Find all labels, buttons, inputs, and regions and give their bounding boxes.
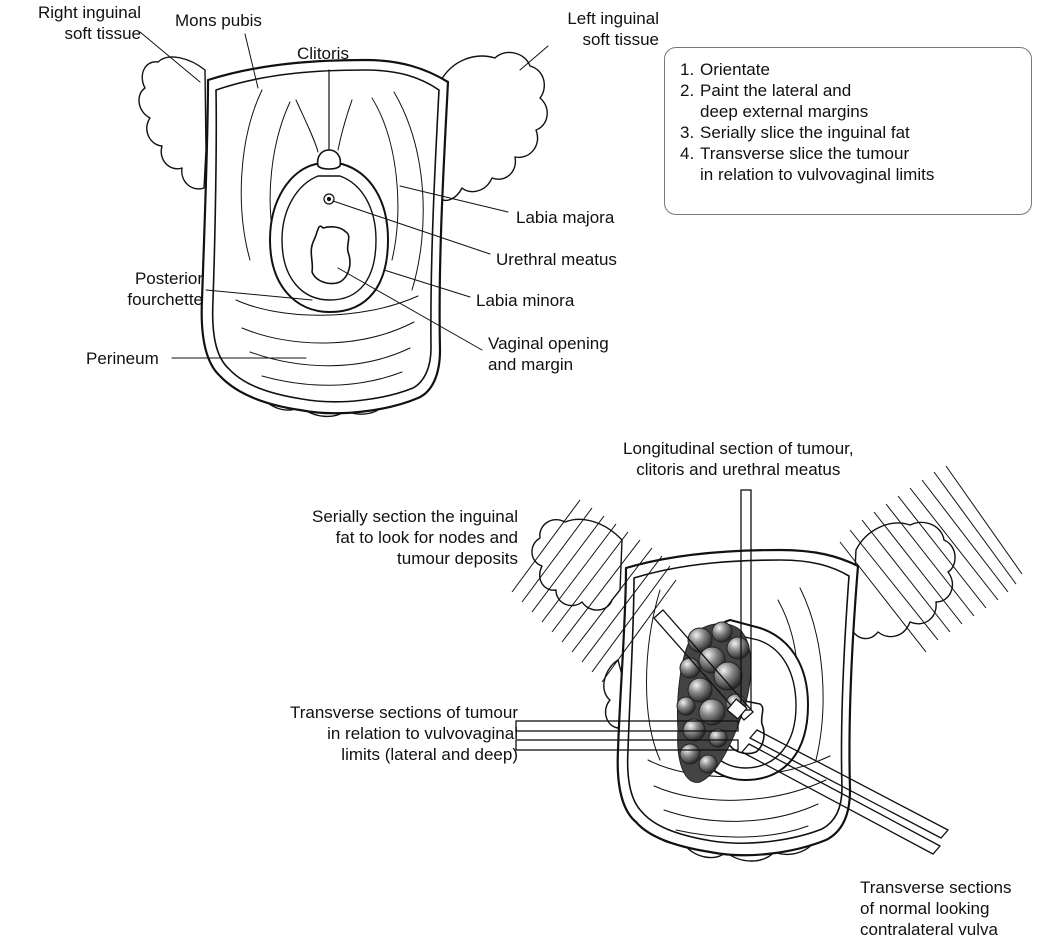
step-text: Paint the lateral and (700, 80, 868, 101)
specimen-top (139, 32, 548, 416)
label-transverse-tumour-line3: limits (lateral and deep) (290, 744, 518, 765)
label-left-inguinal: Left inguinal soft tissue (567, 8, 659, 50)
label-right-inguinal-line2: soft tissue (38, 23, 141, 44)
step-number: 4. (680, 143, 700, 185)
label-vaginal-opening-line1: Vaginal opening (488, 333, 609, 354)
label-clitoris: Clitoris (297, 43, 349, 64)
step-text: deep external margins (700, 101, 868, 122)
label-left-inguinal-line2: soft tissue (567, 29, 659, 50)
label-vaginal-opening: Vaginal opening and margin (488, 333, 609, 375)
step-number: 1. (680, 59, 700, 80)
vaginal-opening-shape (311, 226, 350, 283)
label-transverse-tumour-line2: in relation to vulvovaginal (290, 723, 518, 744)
label-urethral-meatus: Urethral meatus (496, 249, 617, 270)
label-mons-pubis: Mons pubis (175, 10, 262, 31)
label-transverse-normal-line2: of normal looking (860, 898, 1011, 919)
label-transverse-tumour-line1: Transverse sections of tumour (290, 702, 518, 723)
label-posterior-fourchette-line2: fourchette (127, 289, 203, 310)
step-item: 2. Paint the lateral and deep external m… (680, 80, 934, 122)
label-right-inguinal-line1: Right inguinal (38, 2, 141, 23)
label-longitudinal-section: Longitudinal section of tumour, clitoris… (623, 438, 854, 480)
label-vaginal-opening-line2: and margin (488, 354, 609, 375)
clitoris-shape (318, 150, 341, 169)
step-number: 2. (680, 80, 700, 122)
step-item: 3. Serially slice the inguinal fat (680, 122, 934, 143)
bottom-left-inguinal (852, 522, 955, 638)
label-transverse-normal: Transverse sections of normal looking co… (860, 877, 1011, 940)
step-number: 3. (680, 122, 700, 143)
label-left-inguinal-line1: Left inguinal (567, 8, 659, 29)
label-transverse-tumour: Transverse sections of tumour in relatio… (290, 702, 518, 765)
label-serial-inguinal-line2: fat to look for nodes and (312, 527, 518, 548)
right-inguinal-tissue (139, 57, 206, 189)
step-text: Orientate (700, 60, 770, 79)
label-right-inguinal: Right inguinal soft tissue (38, 2, 141, 44)
label-serial-inguinal-line3: tumour deposits (312, 548, 518, 569)
step-text: in relation to vulvovaginal limits (700, 164, 934, 185)
label-serial-inguinal: Serially section the inguinal fat to loo… (312, 506, 518, 569)
label-longitudinal-section-line2: clitoris and urethral meatus (623, 459, 854, 480)
step-text: Serially slice the inguinal fat (700, 123, 910, 142)
left-inguinal-tissue (440, 52, 547, 200)
step-item: 4. Transverse slice the tumour in relati… (680, 143, 934, 185)
bottom-right-inguinal (532, 519, 622, 610)
label-labia-majora: Labia majora (516, 207, 614, 228)
steps-list: 1. Orientate 2. Paint the lateral and de… (680, 59, 934, 185)
label-labia-minora: Labia minora (476, 290, 574, 311)
label-transverse-normal-line3: contralateral vulva (860, 919, 1011, 940)
step-text: Transverse slice the tumour (700, 143, 934, 164)
label-perineum: Perineum (86, 348, 159, 369)
label-transverse-normal-line1: Transverse sections (860, 877, 1011, 898)
label-posterior-fourchette: Posterior fourchette (127, 268, 203, 310)
label-longitudinal-section-line1: Longitudinal section of tumour, (623, 438, 854, 459)
label-posterior-fourchette-line1: Posterior (127, 268, 203, 289)
label-serial-inguinal-line1: Serially section the inguinal (312, 506, 518, 527)
step-item: 1. Orientate (680, 59, 934, 80)
